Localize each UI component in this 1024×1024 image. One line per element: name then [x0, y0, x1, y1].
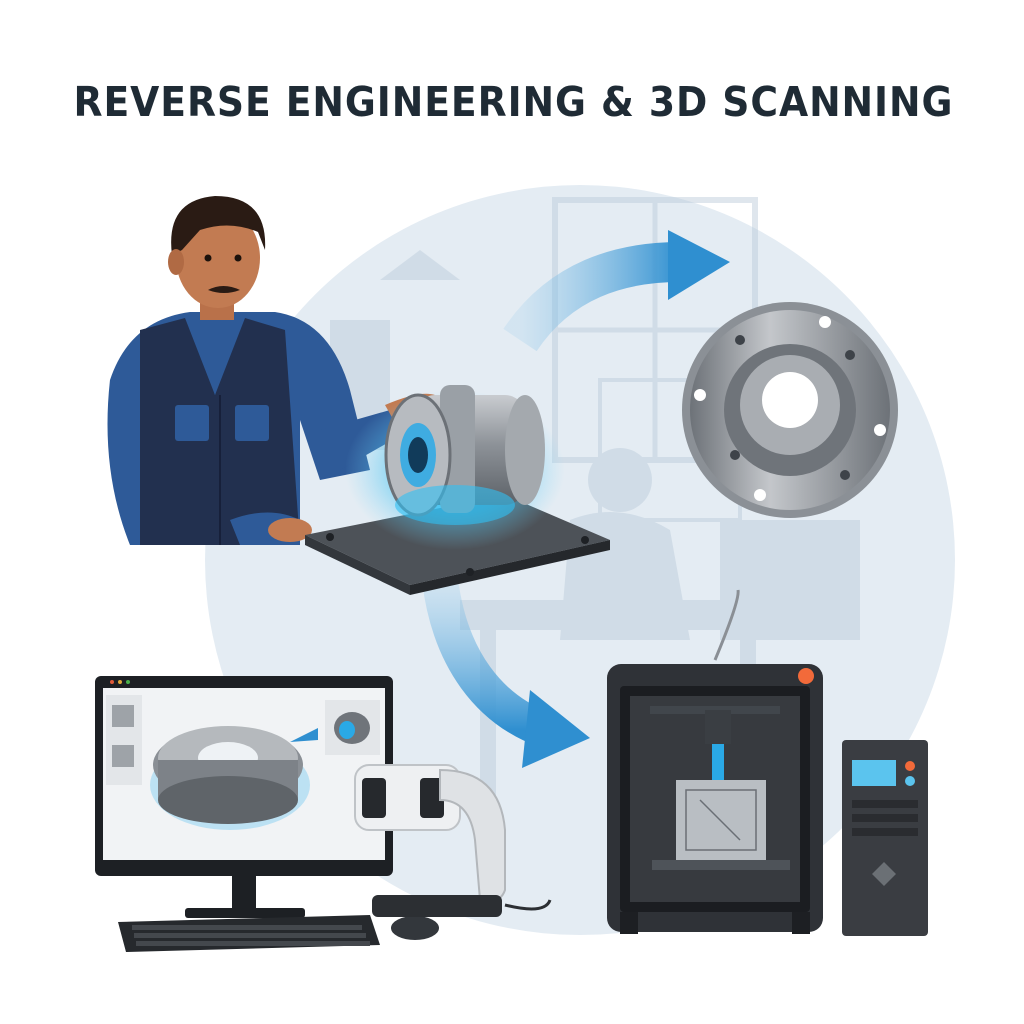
cylindrical-metal-part	[345, 385, 565, 550]
mouse-icon	[391, 916, 439, 940]
desktop-monitor-with-cad-software	[95, 676, 393, 918]
page-title: REVERSE ENGINEERING & 3D SCANNING	[73, 78, 954, 126]
process-arrow-top	[503, 230, 730, 352]
technician-figure	[107, 196, 435, 545]
process-arrow-bottom	[422, 577, 590, 768]
computer-tower	[842, 740, 928, 936]
3d-scanner-device	[354, 764, 552, 917]
flange-3d-model	[682, 302, 898, 518]
3d-printer	[607, 589, 823, 934]
keyboard	[118, 915, 380, 952]
